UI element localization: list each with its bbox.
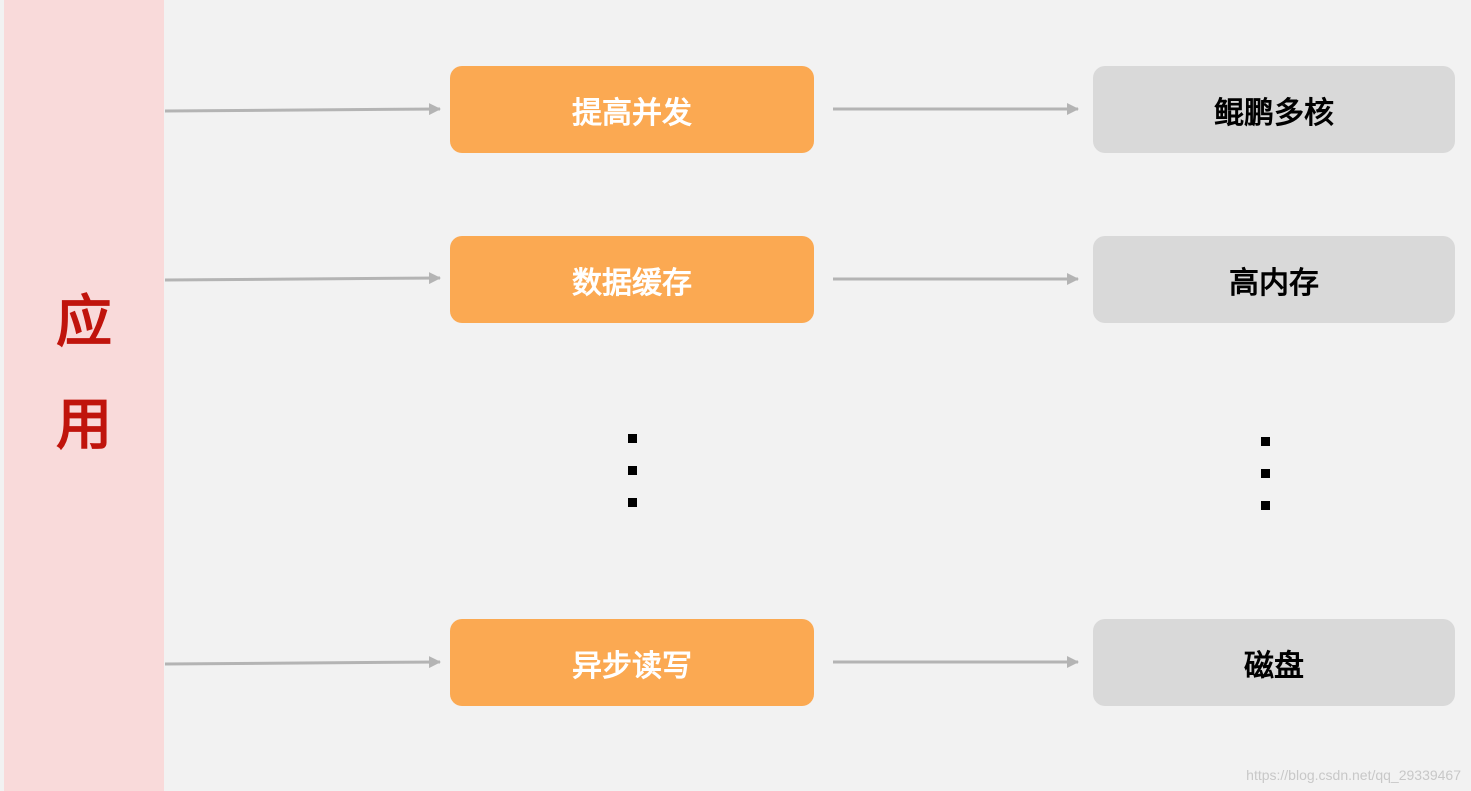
box-increase-concurrency: 提高并发 [450, 66, 814, 153]
ellipsis-dot-right-3 [1261, 501, 1270, 510]
application-panel: 应 用 [4, 0, 164, 791]
app-label-char-1: 应 [56, 290, 112, 355]
box-disk: 磁盘 [1093, 619, 1455, 706]
ellipsis-dot-mid-2 [628, 466, 637, 475]
box-async-io: 异步读写 [450, 619, 814, 706]
ellipsis-dot-mid-3 [628, 498, 637, 507]
watermark: https://blog.csdn.net/qq_29339467 [1246, 767, 1461, 783]
ellipsis-dot-right-1 [1261, 437, 1270, 446]
arrow-app-to-row1 [164, 103, 441, 116]
box-kunpeng-multicore: 鲲鹏多核 [1093, 66, 1455, 153]
arrow-app-to-row2 [164, 272, 441, 285]
app-label-char-2: 用 [56, 393, 112, 458]
box-data-cache: 数据缓存 [450, 236, 814, 323]
ellipsis-dot-right-2 [1261, 469, 1270, 478]
box-high-memory: 高内存 [1093, 236, 1455, 323]
ellipsis-dot-mid-1 [628, 434, 637, 443]
arrow-app-to-row3 [164, 656, 441, 669]
